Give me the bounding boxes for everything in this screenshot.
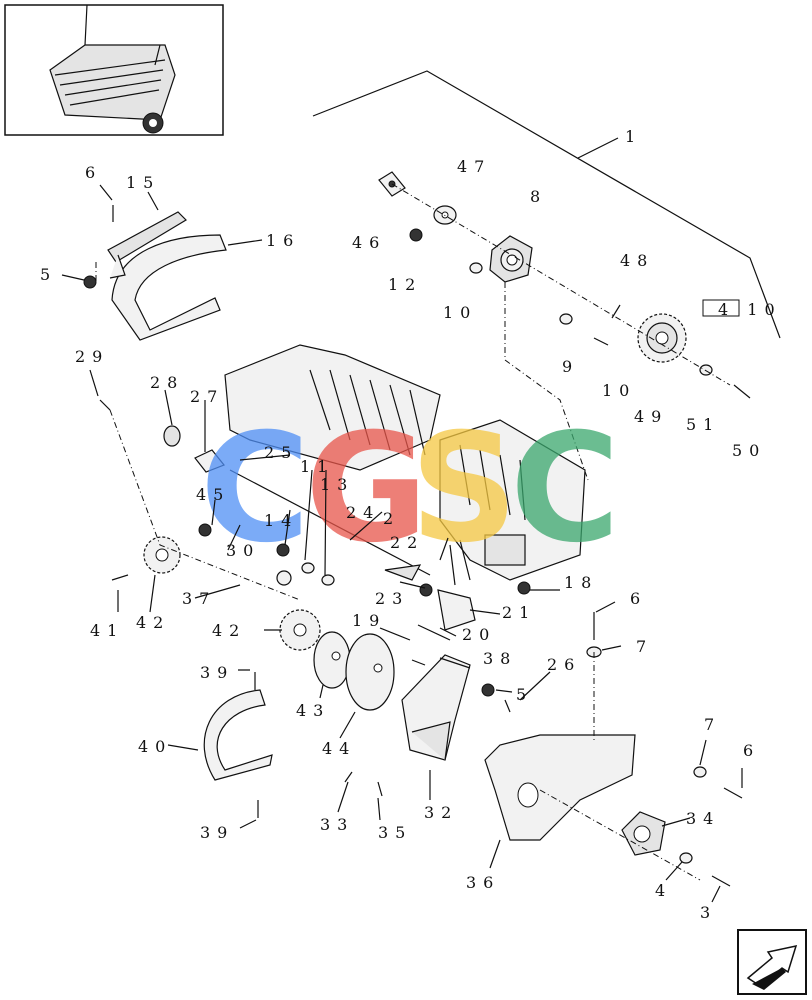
callout-9: 9 [562, 357, 579, 376]
callout-labels: 1 47 8 46 12 10 48 4 10 9 10 49 51 50 6 … [40, 127, 782, 922]
callout-4: 4 [655, 881, 672, 900]
callout-35: 35 [378, 823, 412, 842]
callout-46: 46 [352, 233, 386, 252]
callout-27: 27 [190, 387, 224, 406]
callout-23: 23 [375, 589, 409, 608]
sprocket-42b [279, 609, 321, 651]
callout-41: 41 [90, 621, 124, 640]
callout-6b: 6 [630, 589, 647, 608]
callout-28: 28 [150, 373, 184, 392]
sprocket-42a [143, 536, 181, 574]
leader-lines [61, 142, 746, 903]
overview-thumbnail [4, 4, 224, 136]
callout-26: 26 [547, 655, 581, 674]
callout-7a: 7 [636, 637, 653, 656]
watermark-letter-c1: C [200, 402, 310, 576]
bearing-34 [621, 811, 666, 856]
watermark-letter-s: S [410, 402, 518, 576]
callout-24: 24 [346, 503, 380, 522]
callout-40: 40 [138, 737, 172, 756]
callout-29: 29 [75, 347, 109, 366]
callout-10a: 10 [443, 303, 477, 322]
callout-12: 12 [388, 275, 422, 294]
guard-16 [111, 234, 227, 341]
callout-42b: 42 [212, 621, 246, 640]
callout-37: 37 [182, 589, 216, 608]
cover-36 [484, 734, 636, 841]
callout-16: 16 [266, 231, 300, 250]
bracket-38 [401, 654, 471, 761]
callout-34: 34 [686, 809, 720, 828]
callout-43: 43 [296, 701, 330, 720]
callout-22: 22 [390, 533, 424, 552]
callout-14: 14 [264, 511, 298, 530]
callout-36: 36 [466, 873, 500, 892]
hub-43 [313, 631, 351, 689]
callout-6a: 6 [85, 163, 102, 182]
callout-20: 20 [462, 625, 496, 644]
guard-40 [203, 689, 273, 781]
callout-25: 25 [264, 443, 298, 462]
callout-10b: 10 [602, 381, 636, 400]
callout-8: 8 [530, 187, 547, 206]
callout-38: 38 [483, 649, 517, 668]
callout-39b: 39 [200, 823, 234, 842]
callout-30: 30 [226, 541, 260, 560]
callout-33: 33 [320, 815, 354, 834]
callout-44: 44 [322, 739, 356, 758]
callout-11: 11 [300, 457, 334, 476]
callout-5b: 5 [516, 685, 533, 704]
callout-5a: 5 [40, 265, 57, 284]
callout-47: 47 [457, 157, 491, 176]
callout-15: 15 [126, 173, 160, 192]
callout-6c: 6 [743, 741, 760, 760]
callout-32: 32 [424, 803, 458, 822]
callout-3: 3 [700, 903, 717, 922]
callout-45: 45 [196, 485, 230, 504]
callout-50: 50 [732, 441, 766, 460]
callout-1: 1 [625, 127, 642, 146]
callout-4-10: 4 10 [718, 300, 782, 319]
callout-7b: 7 [704, 715, 721, 734]
sprocket-49 [637, 313, 687, 363]
callout-2: 2 [383, 509, 400, 528]
watermark-letter-c2: C [510, 402, 620, 576]
callout-18: 18 [564, 573, 598, 592]
callout-49: 49 [634, 407, 668, 426]
next-page-arrow-icon [746, 944, 798, 990]
bearing-flange-8 [489, 235, 533, 283]
callout-13: 13 [320, 475, 354, 494]
callout-19: 19 [352, 611, 386, 630]
knotter-frame [224, 344, 586, 581]
callout-42a: 42 [136, 613, 170, 632]
next-page-arrow-button[interactable] [737, 929, 807, 995]
callout-48: 48 [620, 251, 654, 270]
disc-44 [345, 633, 395, 711]
callout-21: 21 [502, 603, 536, 622]
callout-51: 51 [686, 415, 720, 434]
callout-39a: 39 [200, 663, 234, 682]
